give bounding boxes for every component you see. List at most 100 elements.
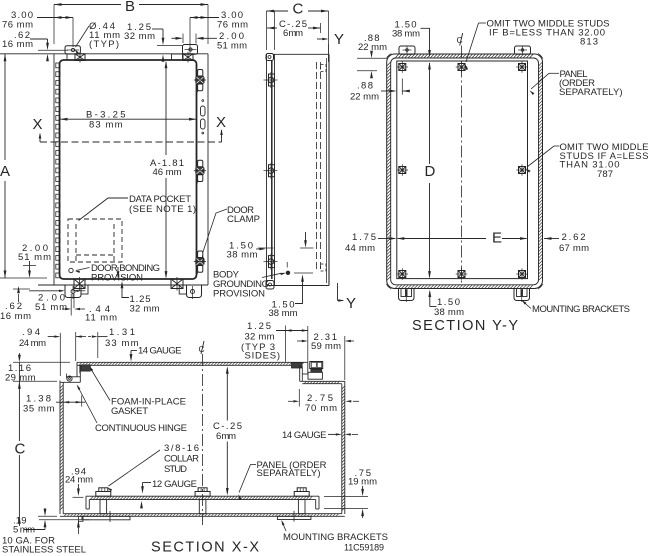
svg-text:22 mm: 22 mm [358, 42, 387, 53]
svg-text:CONTINUOUS HINGE: CONTINUOUS HINGE [95, 423, 187, 434]
svg-text:X: X [33, 116, 43, 133]
svg-text:6 mm: 6 mm [283, 28, 303, 39]
svg-text:813: 813 [580, 37, 598, 48]
svg-text:.94: .94 [22, 327, 40, 338]
svg-text:PANEL: PANEL [560, 69, 588, 80]
svg-text:C: C [293, 1, 304, 18]
svg-text:C: C [15, 441, 26, 458]
svg-text:14 GAUGE: 14 GAUGE [138, 346, 182, 357]
svg-text:C: C [199, 344, 205, 354]
svg-text:.62: .62 [14, 30, 30, 41]
svg-text:38 mm: 38 mm [227, 250, 258, 261]
svg-text:.62: .62 [5, 301, 22, 312]
svg-text:1.31: 1.31 [109, 327, 135, 338]
svg-text:C: C [457, 35, 463, 45]
svg-text:D: D [425, 163, 436, 180]
svg-text:14 GAUGE: 14 GAUGE [282, 430, 327, 441]
svg-text:38 mm: 38 mm [392, 29, 420, 40]
svg-text:1.50: 1.50 [272, 300, 295, 311]
svg-text:83 mm: 83 mm [89, 120, 123, 131]
svg-text:76 mm: 76 mm [217, 20, 248, 31]
svg-text:46 mm: 46 mm [153, 167, 182, 178]
svg-text:BODY: BODY [213, 270, 240, 281]
svg-text:DOOR: DOOR [227, 205, 254, 216]
svg-text:22 mm: 22 mm [350, 92, 379, 103]
svg-text:70 mm: 70 mm [305, 403, 337, 414]
svg-text:2.62: 2.62 [562, 232, 586, 243]
svg-text:DATA POCKET: DATA POCKET [129, 194, 191, 205]
svg-text:3/8-16: 3/8-16 [164, 443, 199, 454]
svg-text:24 mm: 24 mm [65, 475, 93, 486]
svg-text:76 mm: 76 mm [2, 20, 33, 31]
svg-text:PROVISION: PROVISION [91, 273, 143, 284]
svg-text:1.50: 1.50 [395, 19, 417, 30]
svg-text:32 mm: 32 mm [245, 332, 275, 343]
svg-text:3.00: 3.00 [221, 10, 243, 21]
svg-text:SEPARATELY): SEPARATELY) [559, 87, 623, 98]
svg-text:OMIT TWO MIDDLE: OMIT TWO MIDDLE [560, 142, 649, 153]
svg-text:SECTION Y-Y: SECTION Y-Y [412, 318, 518, 334]
svg-text:MOUNTING BRACKETS: MOUNTING BRACKETS [283, 532, 388, 543]
svg-text:16 mm: 16 mm [0, 311, 31, 322]
svg-text:44 mm: 44 mm [345, 243, 375, 254]
svg-text:67 mm: 67 mm [559, 243, 589, 254]
svg-text:Ø.44: Ø.44 [89, 21, 115, 32]
svg-text:(ORDER: (ORDER [559, 78, 595, 89]
svg-text:PROVISION: PROVISION [213, 289, 265, 300]
svg-text:38 mm: 38 mm [269, 308, 298, 319]
svg-text:SEPARATELY): SEPARATELY) [257, 468, 321, 479]
svg-text:A-1.81: A-1.81 [150, 158, 184, 169]
svg-text:11 mm: 11 mm [89, 30, 120, 41]
svg-text:(SEE NOTE 1): (SEE NOTE 1) [129, 204, 196, 215]
svg-text:2.00: 2.00 [22, 243, 48, 254]
svg-text:2.75: 2.75 [307, 393, 333, 404]
svg-text:2.00: 2.00 [38, 293, 65, 304]
svg-text:24 mm: 24 mm [19, 338, 46, 349]
svg-text:2.31: 2.31 [314, 332, 338, 343]
svg-text:33 mm: 33 mm [105, 338, 139, 349]
svg-text:59 mm: 59 mm [311, 341, 341, 352]
svg-text:A: A [0, 163, 10, 180]
svg-text:THAN 31.00: THAN 31.00 [560, 160, 620, 171]
svg-text:PANEL (ORDER: PANEL (ORDER [257, 460, 327, 471]
svg-text:Y: Y [334, 31, 344, 48]
svg-text:B: B [125, 0, 135, 15]
svg-text:.94: .94 [71, 467, 86, 478]
svg-text:3.00: 3.00 [11, 10, 33, 21]
svg-text:10 GA. FOR: 10 GA. FOR [2, 536, 55, 547]
svg-text:51 mm: 51 mm [18, 252, 51, 263]
svg-text:STUDS IF A=LESS: STUDS IF A=LESS [560, 151, 649, 162]
svg-text:32 mm: 32 mm [124, 31, 155, 42]
svg-text:SECTION X-X: SECTION X-X [151, 540, 259, 556]
svg-text:35 mm: 35 mm [23, 404, 55, 415]
svg-text:E: E [492, 230, 502, 247]
svg-text:.19: .19 [13, 516, 27, 527]
svg-text:.88: .88 [364, 33, 380, 44]
svg-text:1.50: 1.50 [229, 241, 253, 252]
svg-text:51 mm: 51 mm [35, 302, 67, 313]
svg-text:(TYP): (TYP) [89, 39, 119, 50]
svg-text:11 mm: 11 mm [85, 313, 117, 324]
svg-text:C-.25: C-.25 [279, 19, 307, 30]
svg-text:5 mm: 5 mm [13, 525, 35, 536]
svg-text:29 mm: 29 mm [5, 373, 36, 384]
svg-text:11C59189: 11C59189 [344, 543, 384, 553]
svg-text:IF B=LESS THAN 32.00: IF B=LESS THAN 32.00 [489, 27, 605, 38]
svg-text:.44: .44 [89, 304, 110, 315]
svg-text:.75: .75 [355, 468, 372, 479]
svg-text:C-.25: C-.25 [213, 421, 242, 432]
svg-text:GROUNDING: GROUNDING [213, 279, 269, 290]
svg-text:1.25: 1.25 [127, 22, 151, 33]
svg-text:16 mm: 16 mm [2, 39, 33, 50]
svg-text:6 mm: 6 mm [216, 431, 236, 442]
svg-text:1.38: 1.38 [26, 394, 51, 405]
svg-text:STAINLESS STEEL: STAINLESS STEEL [2, 545, 86, 556]
svg-text:(TYP 3: (TYP 3 [241, 342, 275, 353]
svg-text:SIDES): SIDES) [245, 351, 281, 362]
svg-text:1.25: 1.25 [130, 294, 151, 305]
svg-text:CLAMP: CLAMP [227, 214, 260, 225]
svg-text:Y: Y [346, 295, 356, 312]
svg-text:OMIT TWO MIDDLE STUDS: OMIT TWO MIDDLE STUDS [487, 18, 610, 29]
svg-text:GASKET: GASKET [111, 406, 148, 417]
svg-text:DOOR BONDING: DOOR BONDING [91, 263, 160, 274]
